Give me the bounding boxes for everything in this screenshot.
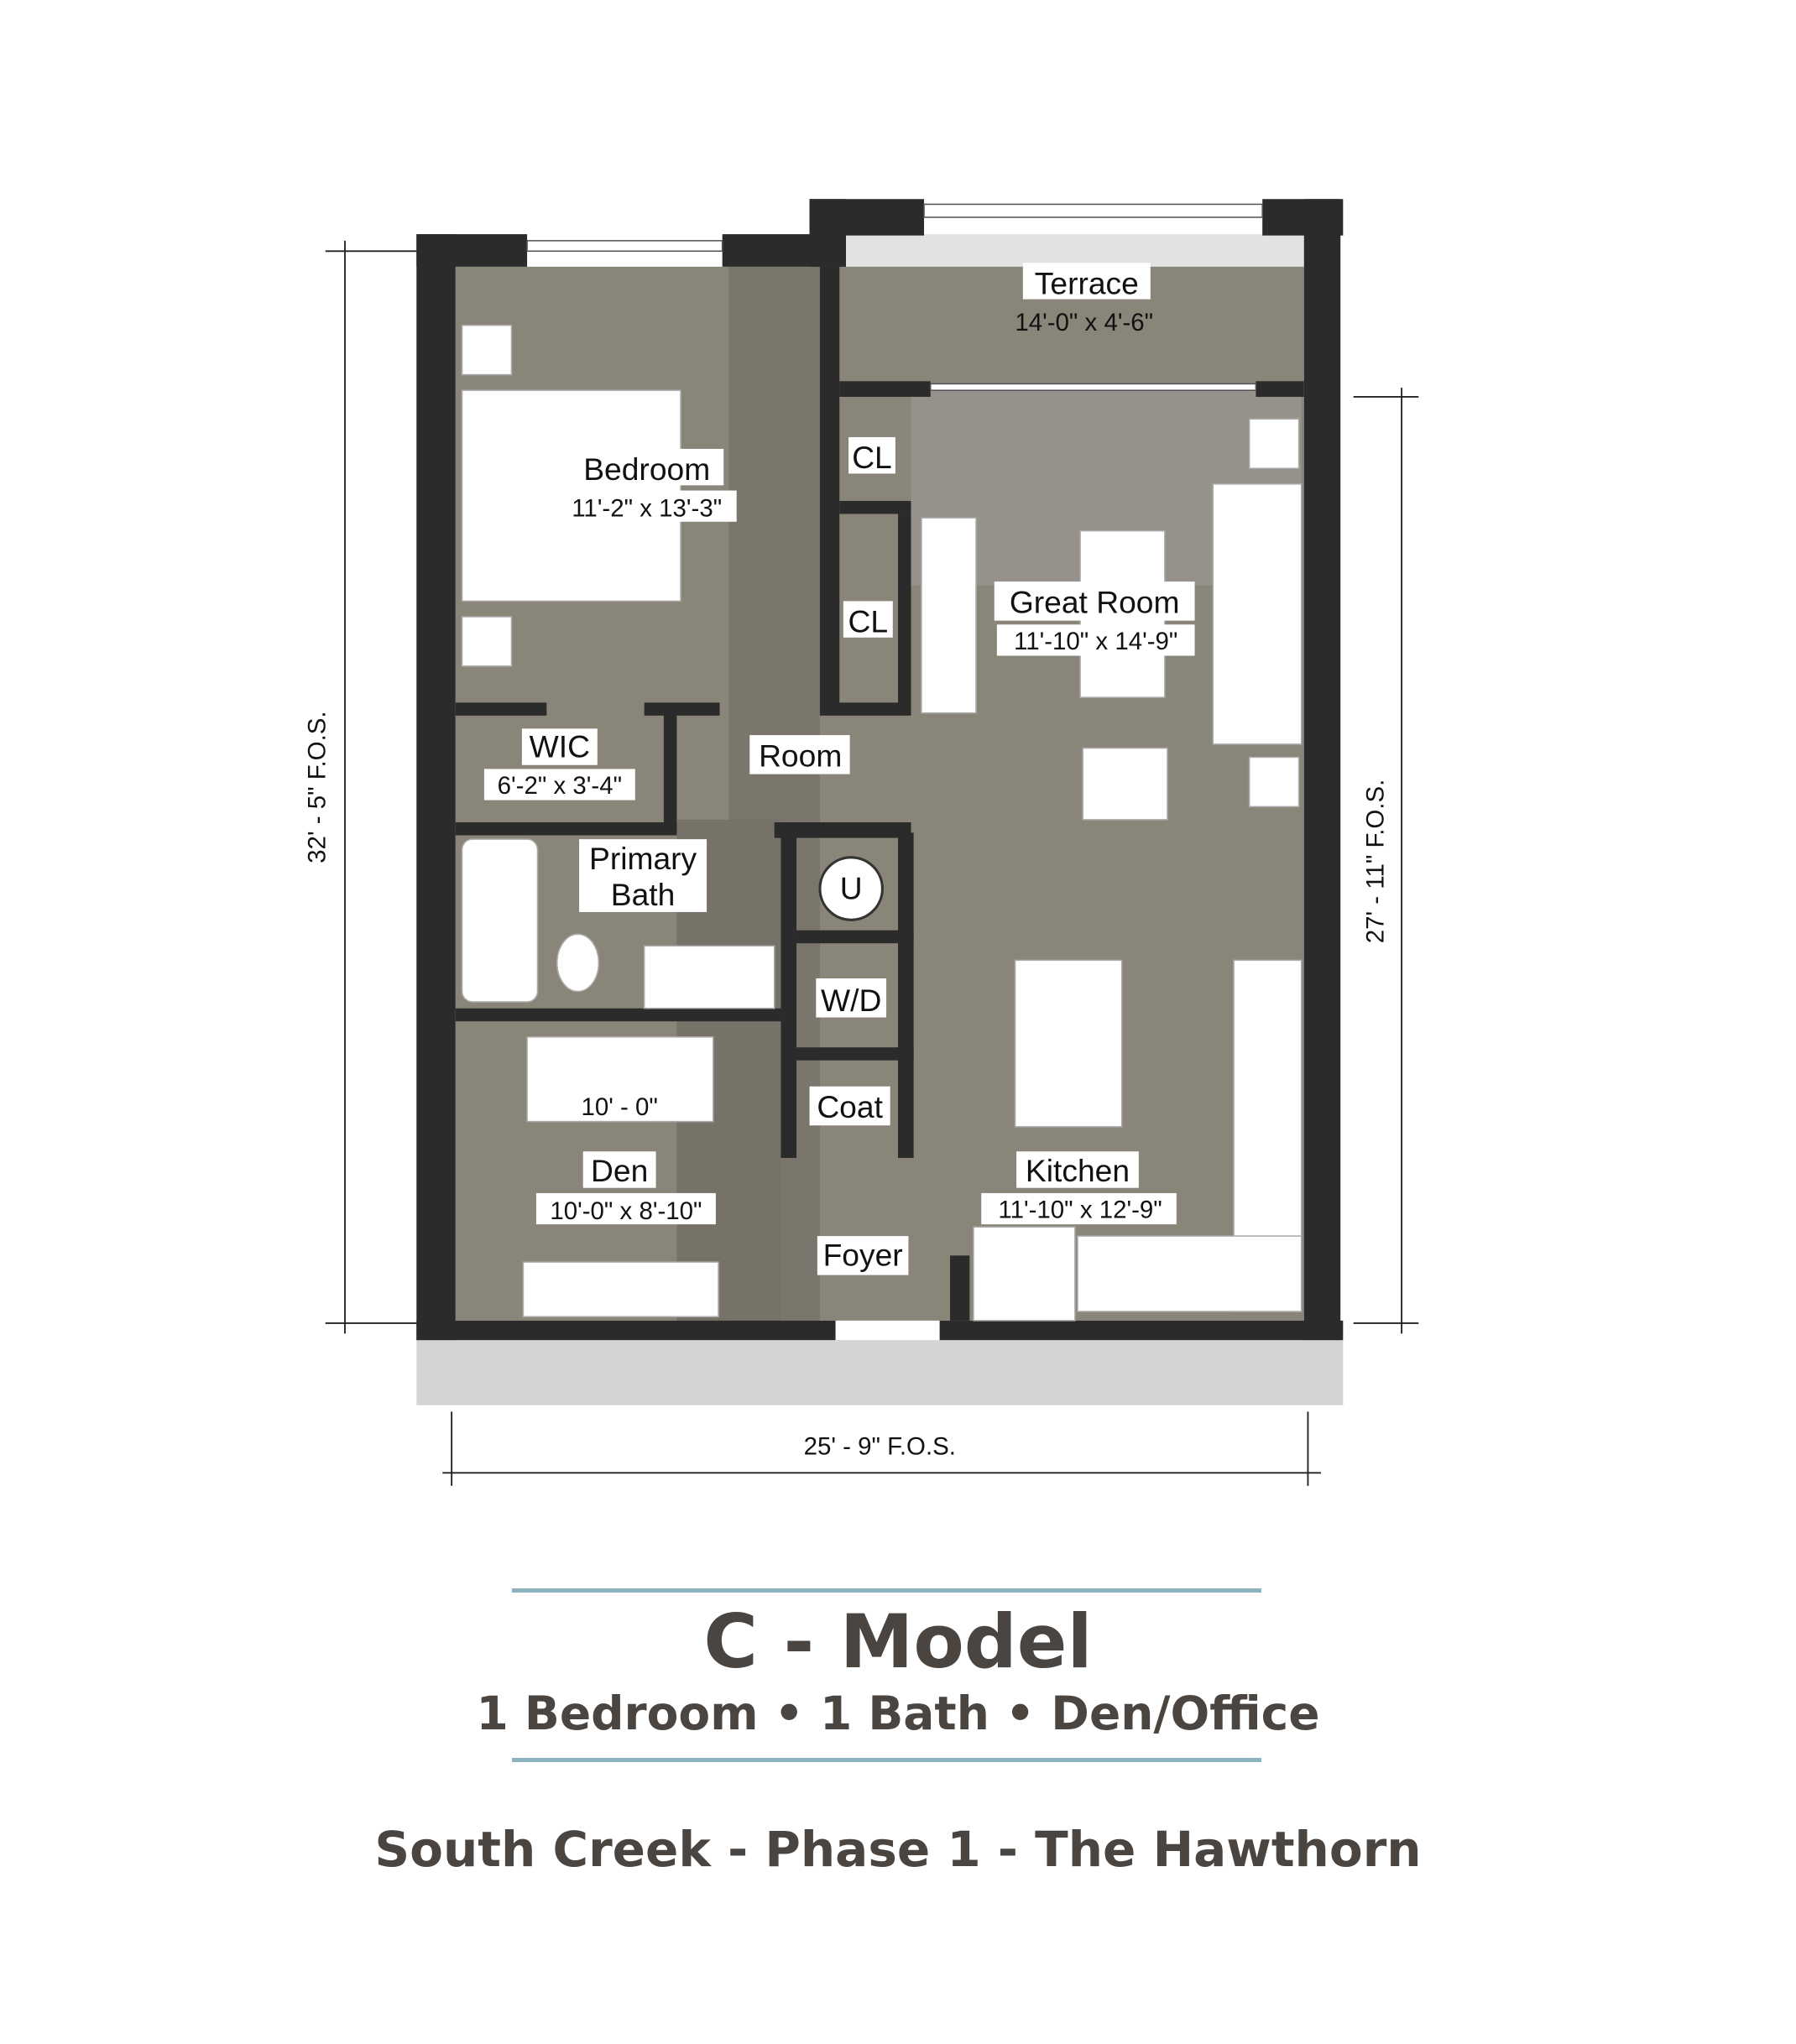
- room-label-primary-bath: Bath: [611, 877, 676, 912]
- room-label-great-room: Great Room: [1010, 584, 1180, 619]
- sliding-door: [929, 383, 1257, 391]
- model-title: C - Model: [703, 1598, 1093, 1685]
- room-label-washer-dryer: W/D: [821, 983, 881, 1018]
- room-label-foyer: Foyer: [823, 1238, 903, 1273]
- island: [1014, 959, 1123, 1128]
- room-label-closet: CL: [852, 440, 892, 475]
- exterior-ground: [416, 1340, 1344, 1405]
- room-dims-den: 10'-0" x 8'-10": [550, 1197, 702, 1225]
- desk: [522, 1261, 719, 1317]
- side-table: [1248, 756, 1300, 808]
- room-dims-terrace: 14'-0" x 4'-6": [1015, 309, 1153, 336]
- room-label-bedroom: Bedroom: [583, 451, 710, 487]
- vanity: [643, 945, 775, 1009]
- water-heater: [818, 856, 884, 921]
- window: [526, 240, 723, 253]
- room-label-primary-bath: Primary: [589, 841, 697, 876]
- room-dims-kitchen: 11'-10" x 12'-9": [998, 1196, 1162, 1223]
- community-name: South Creek - Phase 1 - The Hawthorn: [374, 1821, 1422, 1878]
- room-label-room: Room: [759, 738, 842, 773]
- toilet: [556, 933, 600, 993]
- daybed: [526, 1036, 714, 1123]
- fridge: [973, 1226, 1076, 1322]
- room-label-kitchen: Kitchen: [1026, 1153, 1130, 1188]
- counter: [1077, 1235, 1303, 1312]
- room-label-wic: WIC: [530, 728, 590, 764]
- room-label-closet: CL: [848, 604, 889, 639]
- den-bed-width: 10' - 0": [581, 1093, 657, 1121]
- model-summary: 1 Bedroom • 1 Bath • Den/Office: [476, 1687, 1320, 1740]
- accent-rule-bottom: [512, 1758, 1261, 1762]
- room-label-coat: Coat: [817, 1089, 883, 1124]
- nightstand: [461, 324, 513, 376]
- accent-rule-top: [512, 1588, 1261, 1593]
- side-table: [1248, 418, 1300, 469]
- nightstand: [461, 616, 513, 667]
- room-label-den: Den: [591, 1153, 648, 1188]
- room-label-terrace: Terrace: [1035, 265, 1139, 300]
- armchair: [1082, 747, 1168, 821]
- walls: [416, 199, 1344, 1341]
- tv-console: [921, 517, 977, 714]
- dimension-right-height: 27' - 11" F.O.S.: [1361, 780, 1389, 944]
- room-label-utility: U: [840, 870, 863, 905]
- room-dims-wic: 6'-2" x 3'-4": [498, 772, 622, 800]
- dimension-bottom-width: 25' - 9" F.O.S.: [804, 1433, 956, 1461]
- window: [923, 203, 1263, 218]
- bathtub: [461, 838, 539, 1003]
- sofa: [1212, 483, 1303, 745]
- dimension-left-height: 32' - 5" F.O.S.: [304, 711, 332, 863]
- room-dims-great-room: 11'-10" x 14'-9": [1014, 628, 1177, 655]
- room-dims-bedroom: 11'-2" x 13'-3": [572, 495, 722, 523]
